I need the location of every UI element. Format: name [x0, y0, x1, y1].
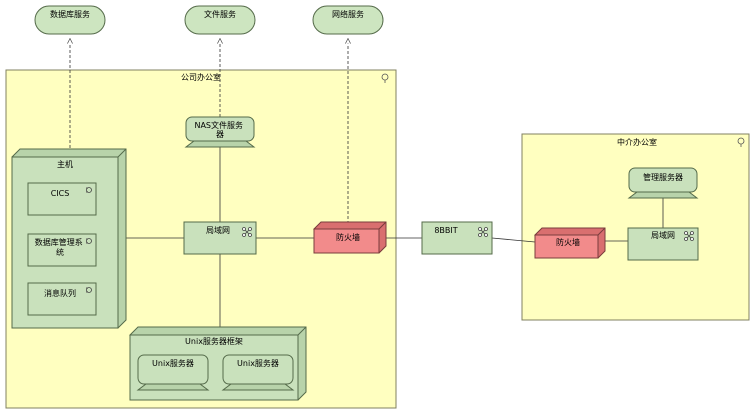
unix-server-1-label: Unix服务器 [152, 358, 194, 368]
cics-component[interactable]: CICS [27, 182, 97, 216]
mainframe-title: 主机 [57, 159, 73, 169]
unix-server-1[interactable]: Unix服务器 [136, 354, 210, 391]
mgmt-server-label: 管理服务器 [643, 172, 683, 182]
link-8bbit[interactable]: 8BBIT [421, 221, 493, 255]
nas-label: NAS文件服务 器 [194, 120, 245, 139]
db-service[interactable]: 数据库服务 [34, 5, 106, 35]
office-title: 公司办公室 [181, 72, 221, 82]
mainframe-node[interactable]: 主机 CICS 数据库管理系 统 消息队列 [11, 148, 127, 329]
agency-title: 中介办公室 [617, 137, 657, 147]
nas-file-server[interactable]: NAS文件服务 器 [184, 116, 256, 148]
network-icon [684, 231, 694, 241]
agency-lan-label: 局域网 [651, 230, 675, 240]
dbms-component[interactable]: 数据库管理系 统 [27, 233, 97, 267]
mgmt-server[interactable]: 管理服务器 [627, 167, 699, 199]
network-service-label: 网络服务 [332, 9, 364, 19]
network-icon [478, 227, 488, 237]
location-pin-icon [381, 73, 389, 83]
file-service[interactable]: 文件服务 [184, 5, 256, 35]
network-icon [242, 227, 252, 237]
unix-server-2-label: Unix服务器 [237, 358, 279, 368]
office-firewall-label: 防火墙 [336, 232, 360, 242]
mq-component[interactable]: 消息队列 [27, 282, 97, 316]
mq-label: 消息队列 [44, 288, 76, 298]
agency-lan[interactable]: 局域网 [627, 227, 699, 261]
dbms-label-line-2: 统 [56, 247, 64, 257]
db-service-label: 数据库服务 [50, 9, 90, 19]
component-icon [86, 238, 92, 244]
nas-label-line-1: NAS文件服务 [194, 120, 243, 130]
file-service-label: 文件服务 [204, 9, 236, 19]
agency-location[interactable]: 中介办公室 [521, 133, 750, 321]
link-8bbit-agency-firewall [491, 237, 536, 243]
office-lan-label: 局域网 [206, 225, 230, 235]
connections [70, 41, 664, 327]
nas-label-line-2: 器 [216, 130, 224, 139]
office-firewall[interactable]: 防火墙 [313, 221, 387, 254]
agency-firewall-label: 防火墙 [556, 237, 580, 247]
component-icon [86, 287, 92, 293]
cics-label: CICS [51, 189, 70, 198]
dbms-label-line-1: 数据库管理系 [35, 237, 83, 247]
network-service[interactable]: 网络服务 [312, 5, 384, 35]
unix-frame-title: Unix服务器框架 [185, 336, 243, 346]
component-icon [86, 187, 92, 193]
agency-firewall[interactable]: 防火墙 [534, 227, 606, 259]
location-pin-icon [737, 137, 745, 147]
dbms-label: 数据库管理系 统 [35, 237, 86, 257]
office-lan[interactable]: 局域网 [183, 221, 257, 255]
unix-frame-node[interactable]: Unix服务器框架 Unix服务器 Unix服务器 [129, 326, 307, 401]
unix-server-2[interactable]: Unix服务器 [221, 354, 295, 391]
link-8bbit-label: 8BBIT [434, 226, 457, 235]
